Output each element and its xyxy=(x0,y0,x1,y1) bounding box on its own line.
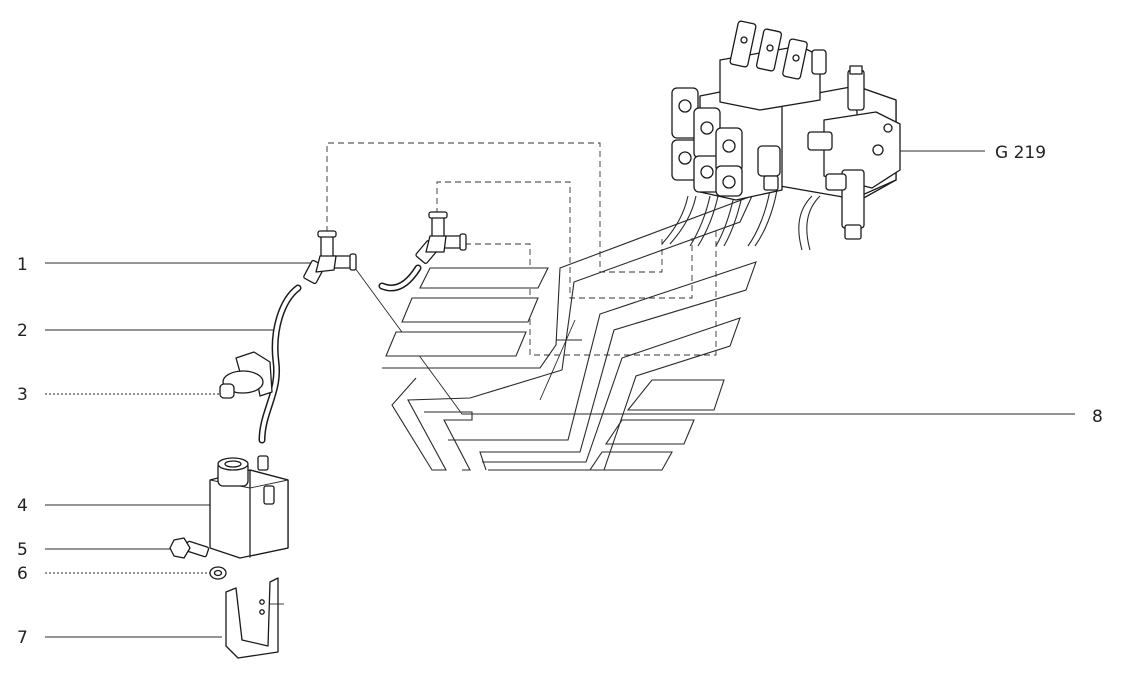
lever-pin-2 xyxy=(766,44,774,52)
callout-label-7: 7 xyxy=(17,628,28,648)
work-port-hole-4 xyxy=(700,165,714,179)
valve-port-1 xyxy=(872,144,884,156)
floor-panel-6 xyxy=(588,451,673,471)
y-connector-right-barb xyxy=(428,211,448,219)
dashed-route-middle xyxy=(436,181,693,299)
hose-line-2a xyxy=(689,195,711,247)
floor-panel-3 xyxy=(385,331,527,357)
valve-solenoid-tip xyxy=(844,224,862,240)
valve-lever-1 xyxy=(729,20,757,68)
floor-outline xyxy=(382,195,757,471)
part-2-hose xyxy=(258,284,302,444)
y-connector-branch-barb xyxy=(349,253,357,271)
floor-rail-right xyxy=(482,317,741,471)
hose-line-1a xyxy=(661,195,689,245)
reservoir-mounting-slot xyxy=(263,485,275,505)
valve-port-2 xyxy=(883,123,893,133)
hose-fill xyxy=(260,286,300,442)
floor-panel-4 xyxy=(626,379,725,411)
valve-lower-fitting xyxy=(825,173,847,191)
bracket-hole-1 xyxy=(259,599,265,605)
work-port-hole-5 xyxy=(722,139,736,153)
callout-label-6: 6 xyxy=(17,564,28,584)
floor-rail-left xyxy=(382,195,754,471)
short-hose xyxy=(378,264,422,292)
reservoir-cap-inner xyxy=(224,460,242,468)
hose-line-1b xyxy=(669,195,697,245)
work-port-hole-2 xyxy=(678,151,692,165)
part-1-y-connector xyxy=(303,230,357,285)
short-hose-fill xyxy=(380,266,420,290)
part-4-reservoir xyxy=(209,455,289,559)
washer-hole xyxy=(213,569,223,577)
bracket-body xyxy=(225,577,279,659)
floor-panel-5 xyxy=(604,419,695,445)
callout-label-4: 4 xyxy=(17,496,28,516)
part-5-bolt xyxy=(169,537,210,559)
hose-line-5b xyxy=(806,195,821,251)
lever-pin-1 xyxy=(740,36,748,44)
work-port-hole-6 xyxy=(722,175,736,189)
valve-top-plug xyxy=(847,69,865,111)
callout-label-8: 8 xyxy=(1092,407,1103,427)
y-connector-right-branch-barb xyxy=(459,233,467,251)
bolt-head xyxy=(169,537,191,559)
y-connector-right-body xyxy=(425,235,447,253)
lever-pin-3 xyxy=(792,54,800,62)
callout-leaders xyxy=(45,150,1075,638)
clip-nozzle xyxy=(219,383,235,399)
callout-label-2: 2 xyxy=(17,321,28,341)
floor-rail-diagonal xyxy=(539,319,576,401)
hose-line-3b xyxy=(723,195,743,247)
hose-line-5a xyxy=(798,195,813,251)
dashed-route-inner xyxy=(465,230,717,356)
control-valve-assembly xyxy=(671,20,901,240)
dashed-route-outer xyxy=(326,142,663,273)
callout-label-5: 5 xyxy=(17,540,28,560)
valve-hoses xyxy=(661,189,821,251)
reservoir-side xyxy=(249,469,289,557)
callout-labels: 1 2 3 4 5 6 7 8 G 219 xyxy=(17,143,1103,648)
reservoir-edge-2 xyxy=(249,479,289,489)
callout-label-3: 3 xyxy=(17,385,28,405)
reservoir-outlet-nipple xyxy=(257,455,269,471)
y-connector-stem-barb xyxy=(317,230,337,238)
work-port-hole-3 xyxy=(700,121,714,135)
hose-line-2b xyxy=(697,195,719,247)
floor-rail-step xyxy=(424,411,473,471)
valve-lever-4 xyxy=(811,49,827,75)
leader-8 xyxy=(354,267,1075,415)
hose-line-3a xyxy=(715,195,735,247)
callout-label-1: 1 xyxy=(17,255,28,275)
hose-line-4a xyxy=(747,189,771,247)
reference-label-g219: G 219 xyxy=(995,143,1046,163)
dashed-routes xyxy=(326,142,717,356)
valve-top-plug-cap xyxy=(849,65,863,75)
hose-line-4b xyxy=(754,189,778,247)
valve-end-cap xyxy=(823,111,901,189)
bracket-hole-2 xyxy=(259,609,265,615)
work-port-fitting-tip xyxy=(763,175,779,191)
floor-panel-1 xyxy=(419,267,549,289)
y-connector-body xyxy=(315,255,337,273)
floor-panel-2 xyxy=(401,297,539,323)
part-3-hose-clip xyxy=(219,351,273,399)
floor-rail-middle xyxy=(448,261,757,471)
work-port-hole-1 xyxy=(678,99,692,113)
valve-side-fitting xyxy=(807,131,833,151)
work-port-fitting xyxy=(757,145,781,177)
part-6-washer xyxy=(209,566,227,580)
part-7-bracket xyxy=(225,577,284,659)
y-connector-right xyxy=(415,211,467,264)
